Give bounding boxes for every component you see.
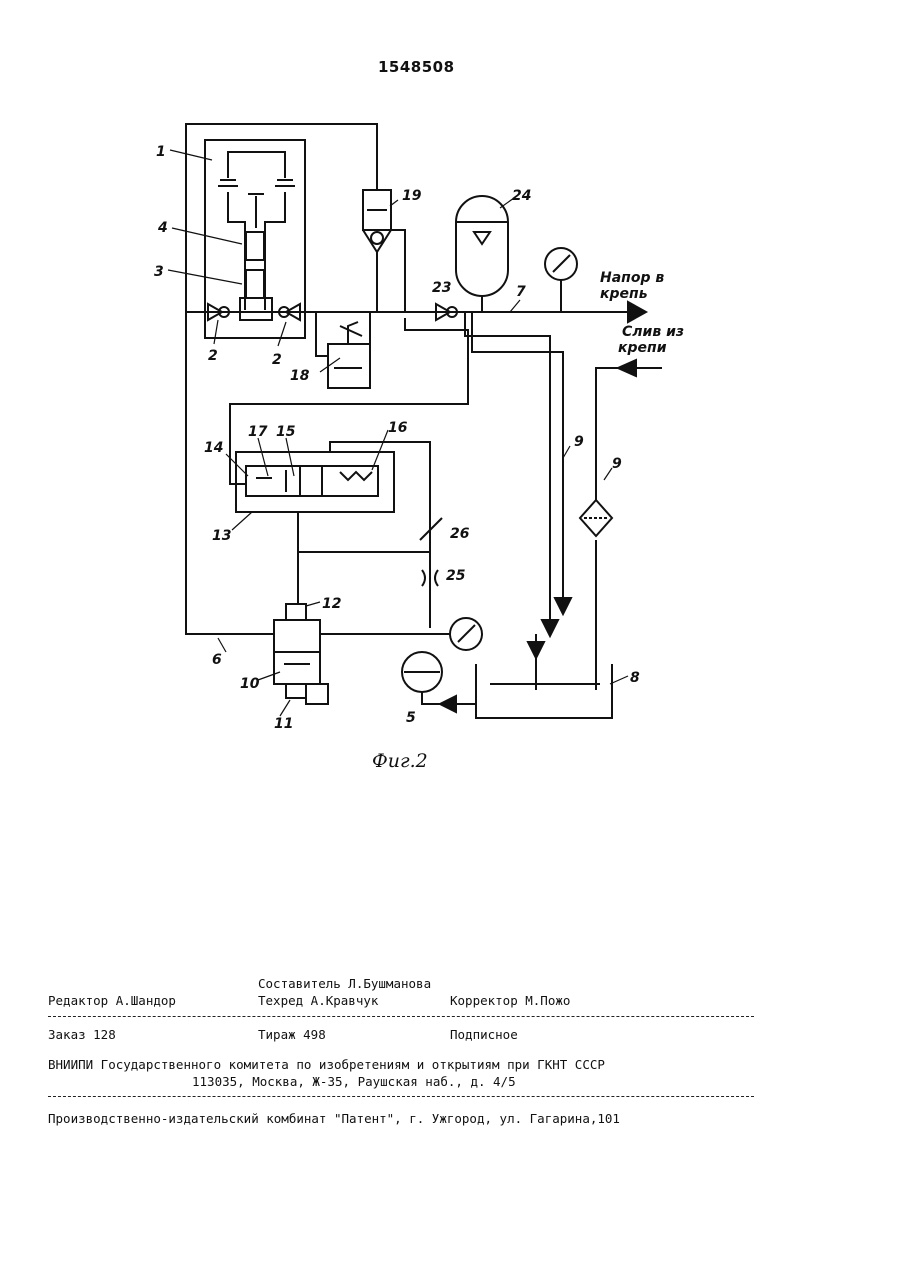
corrector: Корректор М.Пожо <box>450 993 570 1008</box>
label-1: 1 <box>156 144 166 160</box>
label-23: 23 <box>432 280 451 296</box>
label-8: 8 <box>630 670 640 686</box>
compiler: Составитель Л.Бушманова <box>258 976 431 991</box>
label-4: 4 <box>157 220 168 236</box>
label-24: 24 <box>512 188 531 204</box>
element-3 <box>246 270 264 298</box>
drain-note-2: крепи <box>618 340 667 356</box>
label-19: 19 <box>402 188 422 204</box>
label-14: 14 <box>204 440 223 456</box>
label-5: 5 <box>406 710 416 726</box>
label-16: 16 <box>388 420 408 436</box>
org-line-2: 113035, Москва, Ж-35, Раушская наб., д. … <box>192 1074 516 1089</box>
hydraulic-schematic: 1 2 2 3 4 5 6 7 8 9 9 10 11 12 13 14 15 … <box>0 0 900 800</box>
label-26: 26 <box>450 526 470 542</box>
accumulator-24 <box>456 196 508 296</box>
editor: Редактор А.Шандор <box>48 993 176 1008</box>
label-9a: 9 <box>574 434 584 450</box>
tank-8 <box>476 664 612 718</box>
label-2a: 2 <box>208 348 218 364</box>
label-7: 7 <box>516 284 526 300</box>
figure-caption: Фиг.2 <box>372 750 428 772</box>
label-6: 6 <box>212 652 222 668</box>
label-11: 11 <box>274 716 293 732</box>
label-10: 10 <box>240 676 260 692</box>
subscription: Подписное <box>450 1027 518 1042</box>
org-line-1: ВНИИПИ Государственного комитета по изоб… <box>48 1057 605 1072</box>
order: Заказ 128 <box>48 1027 116 1042</box>
element-4 <box>246 232 264 260</box>
techred: Техред А.Кравчук <box>258 993 378 1008</box>
plant: Производственно-издательский комбинат "П… <box>48 1111 620 1126</box>
pressure-note-2: крепь <box>600 286 648 302</box>
label-25: 25 <box>446 568 466 584</box>
element-14 <box>246 466 378 496</box>
label-17: 17 <box>248 424 268 440</box>
label-15: 15 <box>276 424 296 440</box>
label-12: 12 <box>322 596 341 612</box>
rule-2 <box>48 1096 754 1097</box>
rule-1 <box>48 1016 754 1017</box>
drain-note-1: Слив из <box>622 324 684 340</box>
valve-18 <box>328 344 370 388</box>
block-13 <box>236 452 394 512</box>
label-13: 13 <box>212 528 231 544</box>
circulation: Тираж 498 <box>258 1027 326 1042</box>
label-18: 18 <box>290 368 310 384</box>
label-2b: 2 <box>272 352 282 368</box>
label-3: 3 <box>154 264 164 280</box>
pressure-note-1: Напор в <box>600 270 664 286</box>
label-9b: 9 <box>612 456 622 472</box>
